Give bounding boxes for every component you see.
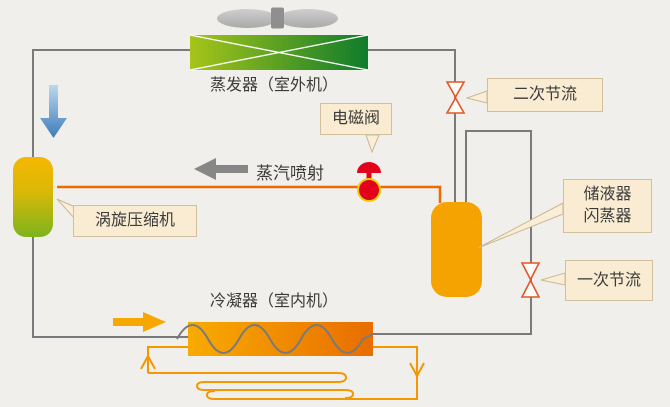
secondary-throttle-top xyxy=(445,81,466,99)
evaporator-block xyxy=(189,34,369,71)
receiver-flash-tank-body xyxy=(431,202,482,297)
secondary-throttle-valve-icon xyxy=(445,81,466,114)
tank-callout-pointer xyxy=(477,202,564,249)
fan-hub xyxy=(271,7,284,29)
orange-right-arrow-icon xyxy=(113,312,166,332)
condenser-wave-pipe xyxy=(176,324,374,354)
secondary-throttle-callout-box: 二次节流 xyxy=(487,78,603,112)
vapor-injection-label: 蒸汽喷射 xyxy=(256,164,324,183)
tank-callout-box: 储液器 闪蒸器 xyxy=(563,179,652,233)
fan-blade-right xyxy=(278,9,338,28)
fan-blade-left xyxy=(217,9,277,28)
tank-label-line2: 闪蒸器 xyxy=(583,208,632,225)
compressor-callout-box: 涡旋压缩机 xyxy=(73,205,197,237)
pipe-evaporator-to-secondary-throttle-to-tank xyxy=(368,49,456,202)
compressor-body xyxy=(13,157,53,237)
condenser-block xyxy=(176,322,374,356)
solenoid-callout-box: 电磁阀 xyxy=(320,103,392,135)
orange-down-arrowhead-icon xyxy=(409,362,425,379)
blue-down-arrow-icon xyxy=(40,85,67,138)
evaporator-label: 蒸发器（室外机） xyxy=(209,77,338,94)
floor-loop-outer-pipe xyxy=(147,346,418,400)
solenoid-valve-icon xyxy=(357,162,381,202)
primary-throttle-callout-box: 一次节流 xyxy=(565,260,653,301)
solenoid-valve-label: 电磁阀 xyxy=(331,110,380,128)
condenser-label: 冷凝器（室内机） xyxy=(209,293,338,310)
primary-throttle-valve-icon xyxy=(520,262,541,298)
compressor-label: 涡旋压缩机 xyxy=(94,212,175,230)
evaporator-cross-lines xyxy=(189,34,369,71)
secondary-throttle-callout-pointer xyxy=(465,90,488,104)
solenoid-dome xyxy=(357,162,381,173)
solenoid-callout-pointer xyxy=(365,134,380,154)
pipe-condenser-to-primary-throttle-to-tank xyxy=(373,130,532,335)
solenoid-ball xyxy=(357,178,381,202)
floor-loop-coil-pipe xyxy=(148,372,355,399)
pipe-vapor-injection xyxy=(57,185,442,203)
fan-propeller-icon xyxy=(217,7,338,29)
secondary-throttle-bottom xyxy=(445,96,466,114)
primary-throttle-callout-pointer xyxy=(540,272,566,286)
gray-left-arrow-icon xyxy=(194,158,248,180)
secondary-throttle-label: 二次节流 xyxy=(512,86,577,104)
primary-throttle-top xyxy=(520,262,541,282)
tank-label-line1: 储液器 xyxy=(583,186,632,204)
primary-throttle-bottom xyxy=(520,278,541,298)
orange-up-arrowhead-icon xyxy=(140,353,156,370)
solenoid-stem xyxy=(366,171,372,181)
primary-throttle-label: 一次节流 xyxy=(576,271,641,289)
